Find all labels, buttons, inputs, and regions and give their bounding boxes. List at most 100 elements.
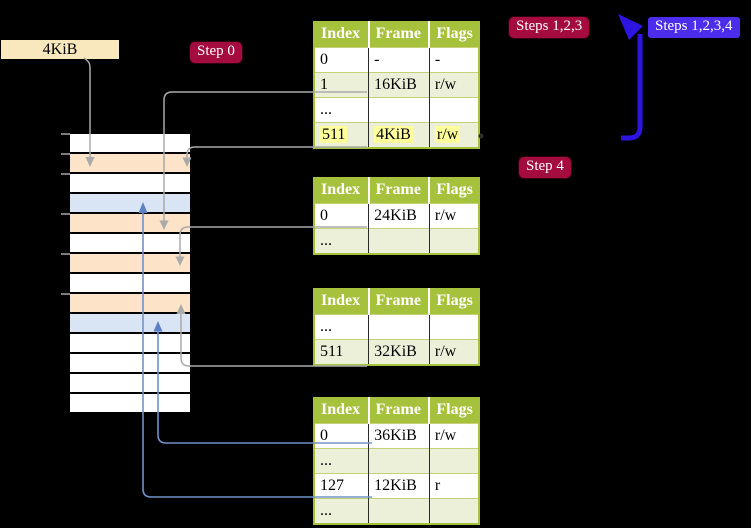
table-cell: [428, 228, 479, 254]
table-cell: r/w: [428, 203, 479, 229]
table-cell: [428, 97, 479, 123]
table-cell: r/w: [428, 72, 479, 98]
table-cell: ...: [314, 97, 369, 123]
highlighted-value: r/w: [434, 125, 461, 143]
table-cell: [428, 498, 479, 524]
table-cell: 4KiB: [368, 122, 430, 148]
table-cell: [368, 498, 430, 524]
address-tick: [61, 213, 70, 215]
table-row: ...: [314, 448, 479, 474]
table-cell: 24KiB: [368, 203, 430, 229]
table-cell: 16KiB: [368, 72, 430, 98]
column-header-flags: Flags: [428, 22, 479, 48]
table-cell: -: [428, 47, 479, 73]
table-cell: [428, 448, 479, 474]
table-cell: -: [368, 47, 430, 73]
memory-frame-free: [70, 272, 190, 292]
memory-frame-free: [70, 392, 190, 412]
column-header-frame: Frame: [367, 398, 430, 424]
arrow-t1r511-to-4kib: [186, 146, 367, 158]
memory-frame-table: [70, 292, 190, 312]
column-header-index: Index: [314, 22, 369, 48]
steps1234-badge: Steps 1,2,3,4: [648, 17, 740, 38]
column-header-frame: Frame: [367, 289, 430, 315]
memory-frame-free: [70, 332, 190, 352]
table-cell: 1: [314, 72, 369, 98]
memory-frame-table: [70, 212, 190, 232]
table-cell: r/w: [428, 423, 479, 449]
column-header-frame: Frame: [367, 178, 430, 204]
table-cell: 511: [314, 122, 369, 148]
table-row: 0--: [314, 47, 479, 73]
table-row: ...: [314, 97, 479, 123]
arrow-steps-shortcut: [621, 34, 643, 141]
table-cell: ...: [314, 228, 369, 254]
column-header-flags: Flags: [428, 289, 479, 315]
table-cell: ...: [314, 314, 369, 340]
table-row: ...: [314, 498, 479, 524]
table-cell: ...: [314, 448, 369, 474]
column-header-flags: Flags: [428, 178, 479, 204]
highlighted-value: 511: [320, 125, 348, 143]
address-tick: [61, 293, 70, 295]
table-cell: [368, 314, 430, 340]
table-cell: 36KiB: [368, 423, 430, 449]
memory-frame-free: [70, 172, 190, 192]
table-cell: ...: [314, 498, 369, 524]
frame-size-label: 4KiB: [1, 40, 119, 59]
column-header-index: Index: [314, 398, 369, 424]
memory-frame-data: [70, 312, 190, 332]
memory-frame-free: [70, 372, 190, 392]
address-tick: [61, 173, 70, 175]
address-tick: [61, 153, 70, 155]
step0-badge: Step 0: [190, 42, 242, 63]
table-row: 511 4KiB r/w: [314, 122, 479, 148]
table-cell: 12KiB: [368, 473, 430, 499]
table-cell: r: [428, 473, 479, 499]
arrowhead-up-left-icon: [618, 14, 643, 40]
table-cell: 0: [314, 423, 369, 449]
column-header-flags: Flags: [428, 398, 479, 424]
memory-frame-table: [70, 152, 190, 172]
table-cell: 127: [314, 473, 369, 499]
table-cell: [368, 448, 430, 474]
table-cell: [428, 314, 479, 340]
steps123-badge: Steps 1,2,3: [509, 17, 590, 38]
memory-frame-data: [70, 192, 190, 212]
memory-frame-free: [70, 232, 190, 252]
table-row: ...: [314, 314, 479, 340]
table-cell: [368, 228, 430, 254]
memory-frame-free: [70, 352, 190, 372]
address-tick: [61, 133, 70, 135]
memory-frame-table: [70, 252, 190, 272]
column-header-frame: Frame: [367, 22, 430, 48]
column-header-index: Index: [314, 178, 369, 204]
table-cell: 511: [314, 339, 369, 365]
column-header-index: Index: [314, 289, 369, 315]
table-cell: 32KiB: [368, 339, 430, 365]
highlighted-value: 4KiB: [374, 125, 413, 143]
address-tick: [61, 253, 70, 255]
physical-memory-column: [70, 132, 190, 412]
table-cell: r/w: [428, 122, 479, 148]
table-cell: r/w: [428, 339, 479, 365]
memory-frame-free: [70, 132, 190, 152]
table-cell: 0: [314, 203, 369, 229]
